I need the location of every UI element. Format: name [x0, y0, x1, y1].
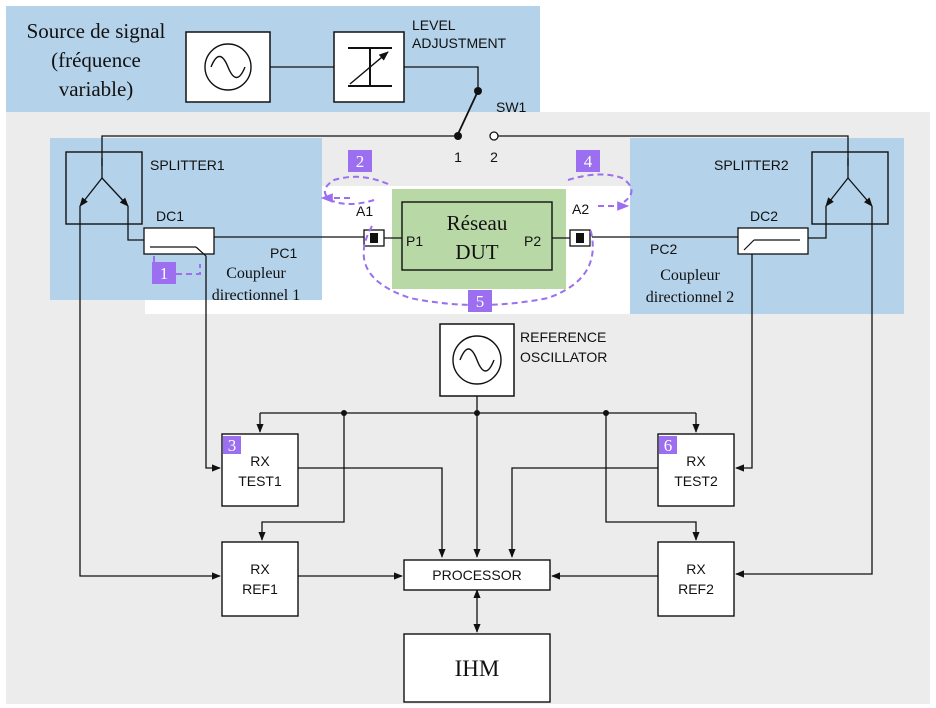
badge-2: 2 — [348, 150, 372, 172]
dut-box — [401, 201, 553, 271]
dc2-label: DC2 — [750, 208, 778, 224]
rx-test2-line1: RX — [686, 453, 706, 469]
svg-text:5: 5 — [476, 292, 485, 311]
rx-ref2-box — [657, 541, 735, 617]
rx-ref1-line1: RX — [250, 561, 270, 577]
level-adjustment-line1: LEVEL — [412, 17, 456, 33]
pc2-label: PC2 — [650, 241, 677, 257]
coupler2-label-line1: Coupleur — [660, 267, 720, 284]
rx-ref2-line1: RX — [686, 561, 706, 577]
level-adjustment-line2: ADJUSTMENT — [412, 35, 507, 51]
ihm-label: IHM — [455, 656, 500, 681]
svg-text:3: 3 — [228, 436, 237, 455]
coupler1-label-line2: directionnel 1 — [212, 287, 300, 304]
splitter2-label: SPLITTER2 — [714, 157, 789, 173]
a2-label: A2 — [572, 201, 589, 217]
badge-5: 5 — [468, 290, 492, 312]
variable-attenuator-icon — [348, 47, 392, 87]
path-5-transmission — [362, 225, 594, 306]
rx-ref2-line2: REF2 — [678, 581, 714, 597]
sw1-terminal-1 — [454, 132, 462, 140]
sw1-pos1-label: 1 — [454, 149, 462, 165]
badge-3: 3 — [223, 436, 241, 455]
svg-text:4: 4 — [584, 152, 593, 171]
rx-test1-line1: RX — [250, 453, 270, 469]
dc2-box — [737, 227, 809, 255]
splitter2-box — [811, 151, 889, 225]
coupler2-label-line2: directionnel 2 — [646, 289, 734, 306]
badge-4: 4 — [576, 150, 600, 172]
a1-label: A1 — [356, 203, 373, 219]
rx-test1-line2: TEST1 — [238, 473, 282, 489]
path-4-reflection — [567, 173, 633, 203]
ihm-box — [403, 633, 551, 703]
rx-ref1-line2: REF1 — [242, 581, 278, 597]
svg-text:2: 2 — [356, 152, 365, 171]
dc1-label: DC1 — [156, 208, 184, 224]
source-region — [6, 6, 540, 112]
p1-label: P1 — [406, 233, 423, 249]
dut-green-region — [392, 189, 566, 289]
processor-label: PROCESSOR — [432, 567, 521, 583]
source-label-line1: Source de signal — [27, 19, 166, 43]
dut-label-line2: DUT — [455, 240, 498, 264]
path-1-coupled — [153, 256, 201, 275]
right-coupler-region — [630, 138, 904, 314]
p2-label: P2 — [524, 233, 541, 249]
dut-white-region-left — [145, 300, 322, 314]
source-label-line3: variable) — [59, 77, 134, 101]
source-label-line2: (fréquence — [51, 48, 141, 72]
sw1-blade — [457, 90, 479, 135]
dut-label-line1: Réseau — [447, 211, 508, 235]
coupler1-label-line1: Coupleur — [226, 265, 286, 282]
splitter1-label: SPLITTER1 — [150, 157, 225, 173]
sw1-terminal-2 — [489, 131, 499, 141]
reference-oscillator-line1: REFERENCE — [520, 329, 606, 345]
path-2-reflection — [323, 175, 389, 205]
badge-6: 6 — [659, 436, 677, 455]
splitter1-box — [65, 151, 143, 225]
svg-text:1: 1 — [160, 264, 169, 283]
svg-text:6: 6 — [664, 436, 673, 455]
dc1-box — [143, 227, 215, 255]
rx-ref1-box — [221, 541, 299, 617]
rx-test2-line2: TEST2 — [674, 473, 718, 489]
sw1-label: SW1 — [496, 99, 527, 115]
badge-1: 1 — [152, 262, 176, 284]
reference-oscillator-line2: OSCILLATOR — [520, 349, 607, 365]
sw1-pos2-label: 2 — [490, 149, 498, 165]
pc1-label: PC1 — [270, 245, 297, 261]
